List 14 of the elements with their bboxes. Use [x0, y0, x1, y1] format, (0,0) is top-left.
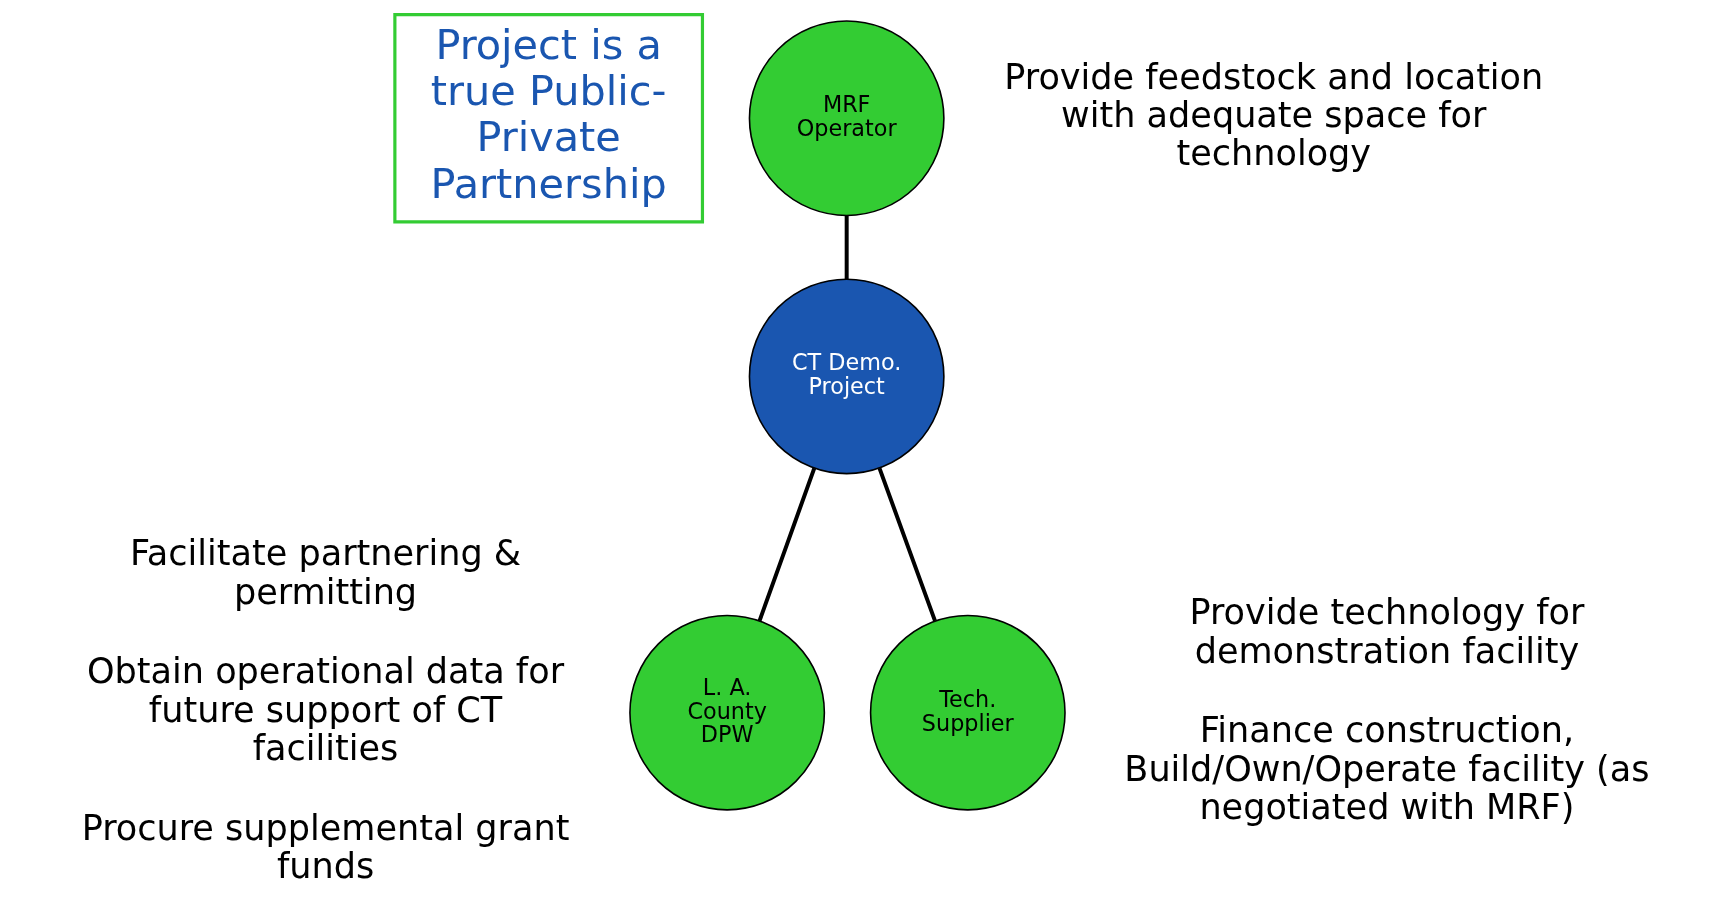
connector [877, 467, 937, 622]
node-label: Finance construction, Build/Own/Operate facility (as negotiated with MRF) [1123, 709, 1649, 827]
connector [757, 467, 816, 622]
node-circle: MRF Operator [748, 20, 945, 217]
node-label: Provide feedstock and location with adequate space for technology [1003, 55, 1543, 174]
node-box: Project is a true Public-Private Partnership [392, 13, 704, 224]
node-label: Facilitate partnering & permitting [129, 532, 521, 612]
node-circle: CT Demo. Project [748, 278, 945, 475]
connector [844, 215, 849, 280]
node-label: Provide technology for demonstration facility [1188, 591, 1584, 671]
node-circle: L. A. County DPW [628, 614, 825, 811]
node-label: Obtain operational data for future support of CT facilities [86, 650, 564, 768]
node-label: Procure supplemental grant funds [81, 806, 569, 886]
node-circle: Tech. Supplier [869, 614, 1066, 811]
